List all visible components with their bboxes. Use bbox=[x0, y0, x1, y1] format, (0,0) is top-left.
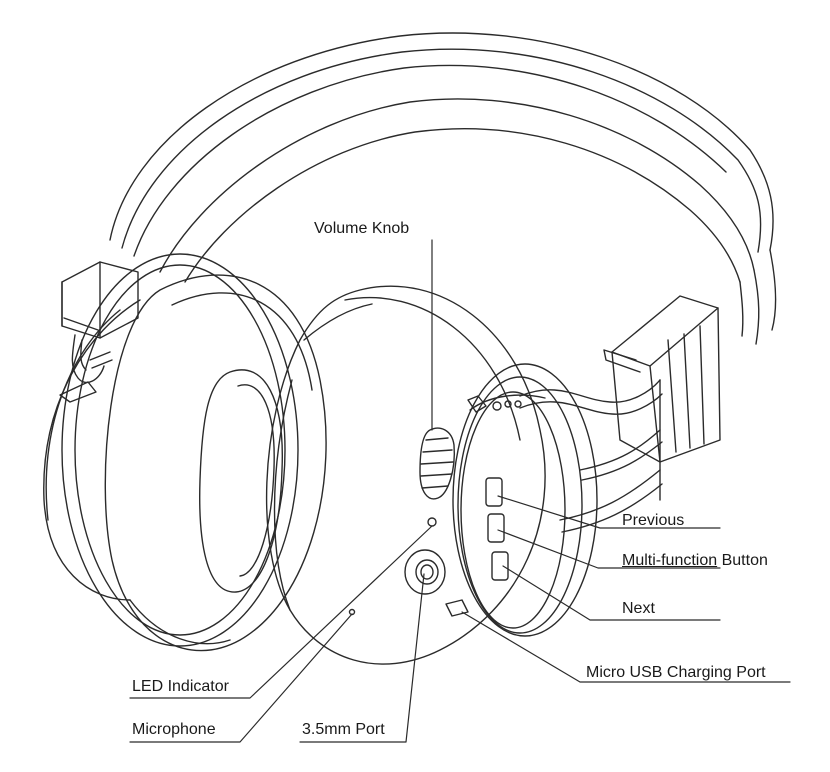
label-multi-function-button: Multi-function Button bbox=[622, 552, 768, 570]
leader-next bbox=[503, 566, 720, 620]
leader-previous bbox=[498, 496, 720, 528]
label-previous: Previous bbox=[622, 512, 684, 530]
leader-35mm-port bbox=[300, 574, 424, 742]
label-microphone: Microphone bbox=[132, 721, 216, 739]
front-features bbox=[350, 518, 446, 615]
left-ear-cup bbox=[44, 254, 298, 646]
port-35mm-shape bbox=[405, 550, 445, 594]
next-button-shape bbox=[492, 552, 508, 580]
label-multi-function-main: Multi-function bbox=[622, 552, 717, 569]
right-slider-block bbox=[604, 296, 720, 462]
multi-function-button-shape bbox=[488, 514, 504, 542]
label-35mm-port: 3.5mm Port bbox=[302, 721, 385, 739]
led-indicator-shape bbox=[428, 518, 436, 526]
previous-button-shape bbox=[486, 478, 502, 506]
volume-knob-drawing bbox=[420, 428, 454, 499]
label-volume-knob: Volume Knob bbox=[314, 220, 409, 238]
label-next: Next bbox=[622, 600, 655, 618]
label-led-indicator: LED Indicator bbox=[132, 678, 229, 696]
label-multi-function-rest: Button bbox=[717, 552, 768, 569]
left-ear-cushion bbox=[105, 275, 326, 651]
label-micro-usb-charging-port: Micro USB Charging Port bbox=[586, 664, 766, 682]
